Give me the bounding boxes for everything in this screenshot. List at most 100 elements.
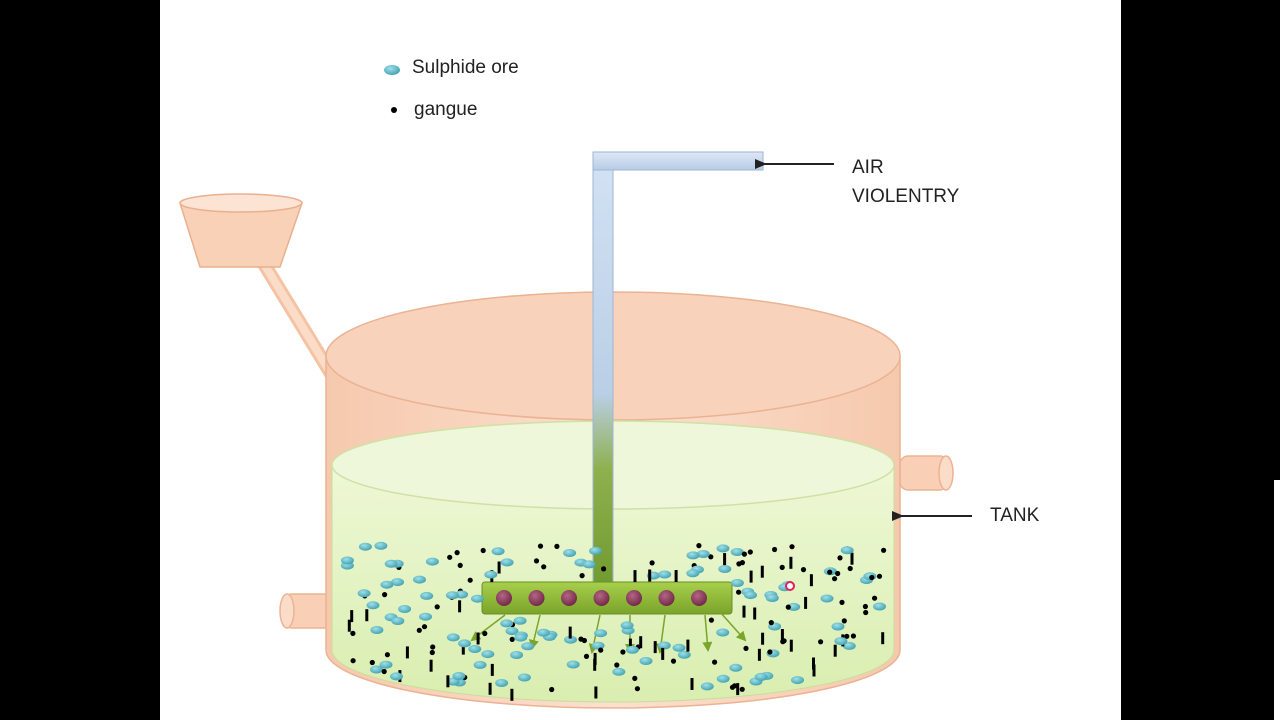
gangue-particle (497, 561, 501, 574)
gangue-particle (739, 686, 745, 692)
gangue-particle (833, 644, 837, 657)
gangue-particle (429, 659, 433, 672)
ore-particle (514, 633, 528, 642)
gangue-particle (510, 688, 514, 701)
ore-particle (358, 542, 372, 551)
bubble-hole (658, 590, 675, 606)
ore-particle (566, 660, 580, 669)
gangue-particle (850, 552, 854, 565)
ore-particle (672, 643, 686, 652)
legend-ore-icon (384, 65, 400, 75)
gangue-particle (747, 549, 753, 555)
gangue-particle (841, 618, 847, 624)
ore-particle (831, 622, 845, 631)
gangue-particle (533, 558, 540, 564)
gangue-particle (881, 632, 885, 645)
gangue-particle (457, 562, 463, 569)
ore-particle (589, 546, 602, 555)
gangue-particle (732, 683, 738, 689)
gangue-particle (350, 610, 354, 623)
ore-particle (517, 673, 531, 682)
gangue-particle (742, 605, 746, 618)
ore-particle (340, 556, 354, 565)
gangue-particle (405, 646, 409, 659)
gangue-particle (708, 554, 714, 560)
gangue-particle (583, 653, 590, 660)
gangue-particle (454, 550, 460, 556)
gangue-particle (461, 642, 465, 655)
ore-particle (458, 639, 471, 648)
bubble-hole (691, 590, 707, 606)
ore-particle (420, 591, 434, 600)
gangue-particle (639, 636, 643, 649)
ore-particle (370, 665, 383, 674)
ore-particle (390, 672, 403, 681)
flow-arrow (529, 614, 541, 650)
froth-flotation-diagram (178, 65, 972, 709)
bubble-hole (593, 590, 610, 606)
gangue-particle (686, 639, 690, 652)
gangue-particle (872, 595, 878, 601)
gangue-particle (863, 609, 869, 616)
gangue-particle (594, 686, 598, 699)
gangue-particle (509, 636, 515, 643)
gangue-particle (593, 658, 597, 671)
diagram-canvas: Sulphide ore gangue AIR VIOLENTRY TANK (160, 0, 1121, 720)
tank-label: TANK (990, 505, 1040, 526)
ore-particle (729, 663, 743, 672)
gangue-particle (818, 639, 824, 645)
ore-particle (677, 650, 691, 659)
bubble-hole (626, 590, 642, 606)
ore-particle (521, 642, 535, 651)
ore-particle (730, 548, 744, 556)
gangue-particle (869, 574, 875, 581)
gangue-particle (757, 648, 761, 661)
bubble-hole (528, 590, 545, 606)
ore-particle (594, 629, 608, 638)
ore-particle (398, 605, 412, 613)
gangue-particle (785, 604, 791, 610)
air-label-line1: AIR (852, 157, 884, 178)
ore-particle (452, 672, 466, 680)
ore-particle (357, 589, 371, 598)
ore-particle (505, 627, 519, 636)
ore-particle (686, 569, 700, 578)
gangue-particle (549, 686, 555, 693)
gangue-particle (350, 630, 356, 637)
ore-particle (696, 550, 710, 558)
gangue-particle (598, 647, 604, 653)
legend-gangue-icon (391, 107, 397, 113)
ore-particle (716, 628, 730, 637)
ore-particle (391, 578, 404, 587)
gangue-particle (743, 645, 749, 652)
ore-particle (491, 547, 505, 556)
ore-particle (379, 660, 393, 669)
gangue-particle (670, 658, 677, 664)
gangue-particle (847, 565, 853, 572)
outlet-pipe-right (899, 455, 954, 491)
ore-particle (391, 617, 405, 625)
ore-particle (510, 651, 524, 659)
ore-particle (834, 637, 848, 646)
gangue-particle (760, 565, 764, 578)
ore-particle (468, 645, 482, 653)
ore-particle (820, 594, 834, 603)
gangue-particle (458, 600, 462, 613)
ore-particle (445, 591, 459, 600)
gangue-particle (753, 607, 757, 620)
gangue-particle (781, 638, 787, 644)
feed-funnel (178, 193, 337, 379)
gangue-particle (835, 570, 841, 577)
ore-particle (500, 558, 514, 567)
gangue-particle (827, 569, 833, 575)
gangue-particle (447, 554, 453, 560)
gangue-particle (578, 636, 584, 642)
ore-particle (700, 682, 714, 691)
gangue-particle (382, 592, 388, 598)
gangue-particle (736, 683, 740, 696)
gangue-particle (767, 649, 773, 655)
bubble-hole (496, 590, 512, 606)
ore-particle (484, 570, 498, 579)
ore-particle (730, 579, 744, 587)
gangue-particle (434, 604, 440, 610)
